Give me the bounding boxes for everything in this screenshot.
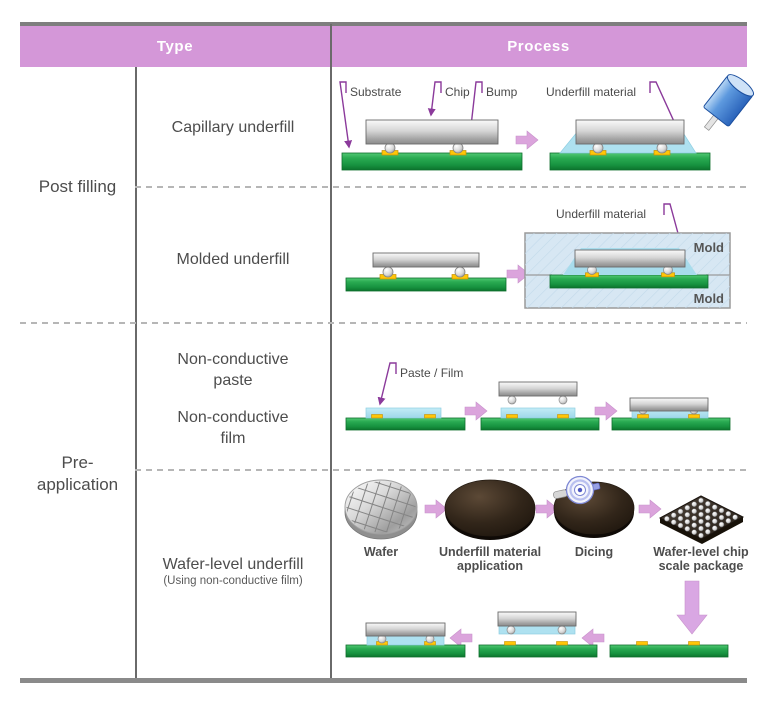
underfill-leader-line [649,81,683,141]
bare-chip-assembly [341,119,523,171]
underfill-leader-line [663,203,685,250]
header-process-label: Process [507,38,570,55]
bonded-film-chip-assembly [345,622,466,658]
wafer-caption: Wafer [364,545,398,559]
process-arrow-left-icon [581,628,605,648]
wafer-level-process-diagram: Wafer Underfill material application Dic… [344,475,749,658]
bump-label: Bump [486,85,518,99]
category-pre-application: Pre- application [20,452,135,496]
molded-process-diagram: Underfill material Mold Mold [345,203,731,309]
underfill-applied-wafer-icon [444,479,536,540]
substrate-with-paste [345,407,466,431]
ncp-line1: Non-conductive [177,351,289,368]
process-arrow-icon [424,499,448,519]
row-divider-post-pre [20,322,747,324]
wafer-level-label: Wafer-level underfill [162,556,304,573]
dicing-caption: Dicing [575,545,613,559]
underfill-material-label: Underfill material [546,85,636,99]
type-non-conductive-film: Non-conductive film [137,407,329,449]
bump-leader-line [466,81,483,137]
process-arrow-icon [515,130,539,150]
category-pre-line2: application [36,475,119,494]
dicing-icon [553,475,635,538]
bare-chip-assembly [345,252,507,292]
underfill-application-caption-1: Underfill material [439,545,541,559]
ncf-line2: film [220,430,246,447]
wlcsp-icon [658,495,745,544]
table-top-border [20,22,747,26]
header-type-label: Type [156,38,194,55]
process-arrow-icon [464,401,488,421]
solder-ball-grid [664,497,738,539]
category-pre-line1: Pre- [61,453,94,472]
wafer-icon [344,479,418,540]
type-molded: Molded underfill [176,251,290,268]
film-chip-above-substrate [478,611,598,658]
type-wafer-level: Wafer-level underfill (Using non-conduct… [137,555,329,588]
column-divider-inner [135,67,137,678]
category-post-filling: Post filling [38,177,117,196]
mold-bottom-label: Mold [694,291,724,306]
wlcsp-caption-1: Wafer-level chip [653,545,749,559]
type-capillary: Capillary underfill [171,119,295,136]
wafer-level-sublabel: (Using non-conductive film) [163,575,303,587]
substrate-with-pads [609,641,729,658]
row-divider-capillary-molded [135,186,747,188]
non-conductive-process-diagram: Paste / Film [345,362,731,431]
substrate-leader-line [339,81,353,149]
header-cell-type: Type [20,26,330,67]
process-arrow-left-icon [449,628,473,648]
mold-top-label: Mold [694,240,724,255]
row-divider-ncf-wafer [135,469,747,471]
paste-film-label: Paste / Film [400,366,463,380]
underfill-application-caption-2: application [457,559,523,573]
dispenser-icon [703,74,755,131]
process-arrow-down-icon [676,580,708,635]
type-non-conductive-paste: Non-conductive paste [137,349,329,391]
capillary-process-diagram: Substrate Chip Bump Underfill material [339,74,755,171]
wlcsp-caption-2: scale package [659,559,744,573]
ncf-line1: Non-conductive [177,409,289,426]
header-cell-process: Process [330,26,747,67]
underfill-material-label: Underfill material [556,207,646,221]
chip-pressed-into-paste [611,397,731,431]
ncp-line2: paste [213,372,253,389]
column-divider-main [330,24,332,678]
process-arrow-icon [638,499,662,519]
dicing-blade-icon [553,475,601,505]
chip-leader-line [427,81,442,117]
mold-box: Mold Mold [524,232,731,309]
chip-label: Chip [445,85,470,99]
substrate-label: Substrate [350,85,402,99]
underfilled-chip-assembly [549,119,711,171]
paste-film-leader-line [377,362,397,406]
table-bottom-border [20,678,747,683]
process-arrow-icon [594,401,618,421]
chip-above-paste [480,381,600,431]
